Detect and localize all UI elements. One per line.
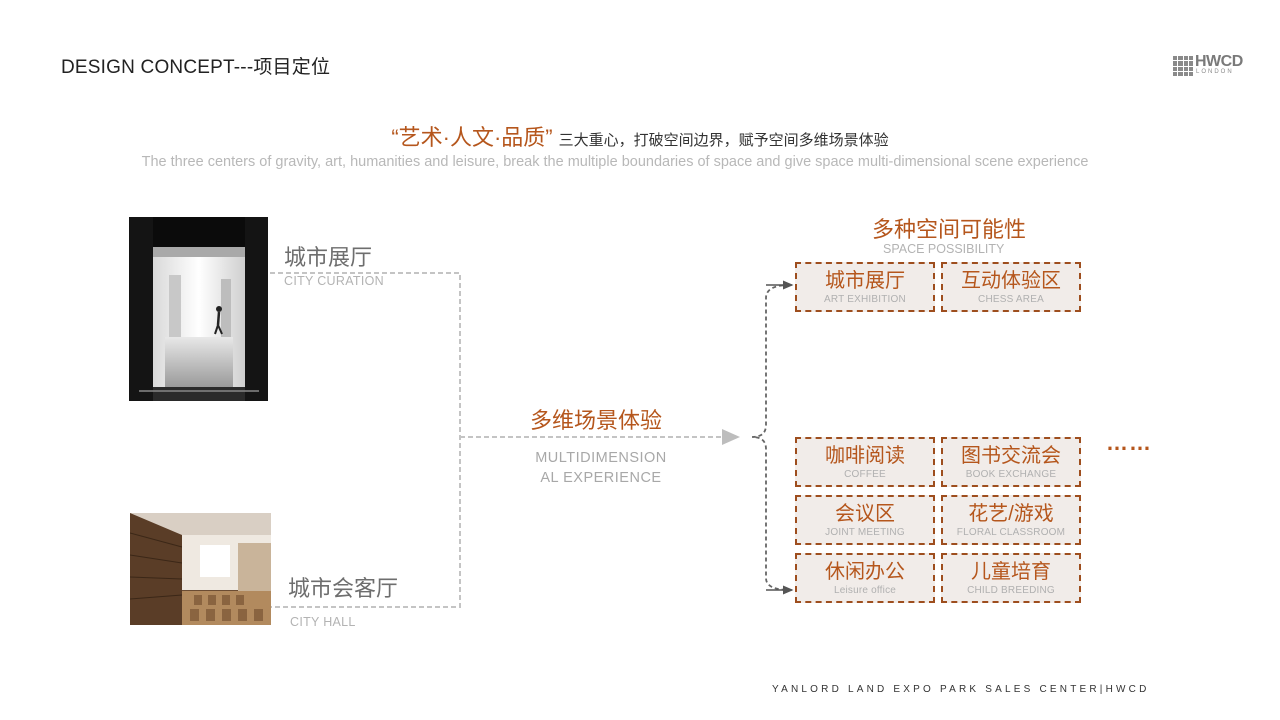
space-box-cn: 儿童培育 [971, 561, 1051, 583]
space-box-en: CHILD BREEDING [967, 585, 1055, 596]
more-ellipsis: …… [1106, 430, 1152, 455]
space-box-joint-meeting: 会议区 JOINT MEETING [795, 495, 935, 545]
space-box-en: FLORAL CLASSROOM [956, 527, 1066, 538]
space-box-art-exhibition: 城市展厅 ART EXHIBITION [795, 262, 935, 312]
space-box-cn: 图书交流会 [961, 445, 1061, 467]
space-box-cn: 城市展厅 [825, 270, 905, 292]
space-box-leisure-office: 休闲办公 Leisure office [795, 553, 935, 603]
space-box-book-exchange: 图书交流会 BOOK EXCHANGE [941, 437, 1081, 487]
space-box-cn: 互动体验区 [961, 270, 1061, 292]
city-curation-photo [129, 217, 268, 401]
city-hall-label: 城市会客厅 [288, 576, 399, 601]
space-box-coffee: 咖啡阅读 COFFEE [795, 437, 935, 487]
space-box-en: BOOK EXCHANGE [965, 469, 1057, 480]
multidimension-english-line1: MULTIDIMENSION [535, 450, 667, 466]
space-box-chess-area: 互动体验区 CHESS AREA [941, 262, 1081, 312]
space-possibility-english: SPACE POSSIBILITY [883, 242, 1005, 256]
logo-mark-icon [1173, 56, 1193, 76]
logo-subtext: LONDON [1196, 69, 1234, 75]
space-box-cn: 休闲办公 [825, 561, 905, 583]
space-box-child-breeding: 儿童培育 CHILD BREEDING [941, 553, 1081, 603]
space-box-en: COFFEE [844, 469, 886, 480]
headline: “艺术·人文·品质” 三大重心，打破空间边界，赋予空间多维场景体验 [0, 120, 1280, 152]
city-hall-photo [130, 513, 271, 625]
city-hall-english: CITY HALL [290, 615, 356, 629]
multidimension-english: MULTIDIMENSION AL EXPERIENCE [520, 448, 682, 488]
city-curation-english: CITY CURATION [284, 274, 384, 288]
space-possibility-title: 多种空间可能性 [872, 217, 1027, 242]
city-curation-label: 城市展厅 [284, 245, 373, 270]
space-box-en: Leisure office [833, 585, 897, 596]
logo-text: HWCD [1195, 53, 1243, 70]
company-logo: HWCD LONDON [1173, 53, 1245, 79]
space-box-cn: 花艺/游戏 [968, 503, 1054, 525]
multidimension-title: 多维场景体验 [530, 408, 663, 433]
headline-english: The three centers of gravity, art, human… [141, 154, 1089, 170]
page-title: DESIGN CONCEPT---项目定位 [61, 57, 331, 78]
headline-text: 三大重心，打破空间边界，赋予空间多维场景体验 [558, 132, 889, 149]
upper-bracket-line [270, 272, 461, 608]
space-box-floral-classroom: 花艺/游戏 FLORAL CLASSROOM [941, 495, 1081, 545]
space-box-en: ART EXHIBITION [824, 294, 906, 305]
footer-text: YANLORD LAND EXPO PARK SALES CENTER|HWCD [772, 684, 1150, 695]
right-brace [751, 284, 791, 591]
headline-quote: “艺术·人文·品质” [391, 125, 553, 150]
space-box-cn: 会议区 [835, 503, 895, 525]
space-box-en: JOINT MEETING [825, 527, 905, 538]
multidimension-english-line2: AL EXPERIENCE [540, 470, 662, 486]
space-box-cn: 咖啡阅读 [825, 445, 905, 467]
space-box-en: CHESS AREA [978, 294, 1044, 305]
